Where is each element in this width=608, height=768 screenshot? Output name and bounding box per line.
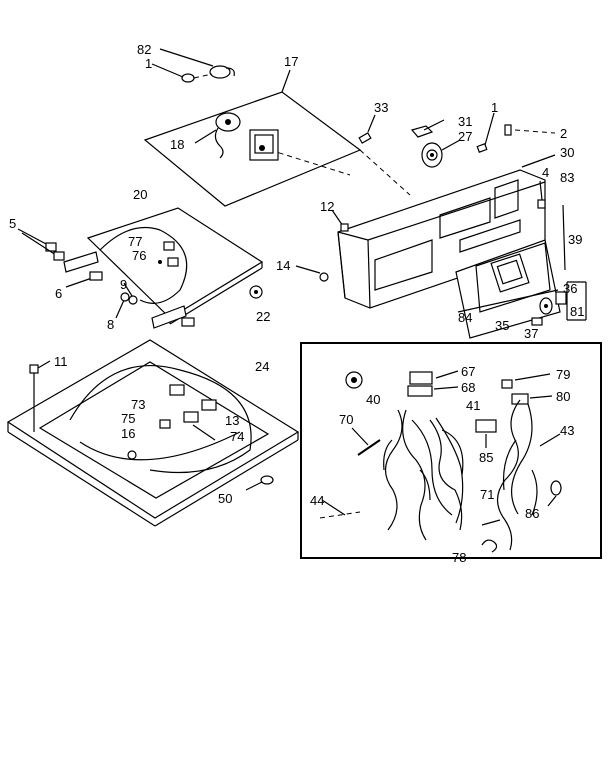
- callout-82: 82: [137, 42, 151, 57]
- callout-18: 18: [170, 137, 184, 152]
- callout-27: 27: [458, 129, 472, 144]
- callout-81: 81: [570, 304, 584, 319]
- callout-6: 6: [55, 286, 62, 301]
- wiring-harness-inset: [300, 342, 602, 559]
- callout-13: 13: [225, 413, 239, 428]
- screw-part-33: [358, 114, 376, 144]
- callout-43: 43: [560, 423, 574, 438]
- callout-77: 77: [128, 234, 142, 249]
- callout-labels: 82 1 17 33 31 27 1 2 30 18 4 83 20 12 39…: [9, 42, 584, 565]
- screws-part-11-50: [29, 360, 274, 491]
- callout-20: 20: [133, 187, 147, 202]
- callout-74: 74: [230, 429, 244, 444]
- control-board-part-84: [455, 204, 566, 339]
- switch-parts-35-36-37: [531, 281, 587, 326]
- callout-14: 14: [276, 258, 290, 273]
- callout-1a: 1: [145, 56, 152, 71]
- callout-11: 11: [54, 354, 68, 369]
- callout-67: 67: [461, 364, 475, 379]
- washer-top-cover-part-24: [6, 339, 300, 527]
- callout-30: 30: [560, 145, 574, 160]
- callout-4: 4: [542, 165, 549, 180]
- callout-8: 8: [107, 317, 114, 332]
- callout-41: 41: [466, 398, 480, 413]
- callout-85: 85: [479, 450, 493, 465]
- callout-68: 68: [461, 380, 475, 395]
- hinge-hardware-parts-5-6-8-9: [17, 228, 263, 327]
- callout-9: 9: [120, 277, 127, 292]
- callout-5: 5: [9, 216, 16, 231]
- callout-24: 24: [255, 359, 269, 374]
- callout-39: 39: [568, 232, 582, 247]
- knob-assembly-part-82: [151, 48, 235, 83]
- callout-12: 12: [320, 199, 334, 214]
- callout-86: 86: [525, 506, 539, 521]
- bracket-plate-part-17: [143, 69, 411, 207]
- callout-70: 70: [339, 412, 353, 427]
- callout-36: 36: [563, 281, 577, 296]
- callout-84: 84: [458, 310, 472, 325]
- callout-2: 2: [560, 126, 567, 141]
- callout-35: 35: [495, 318, 509, 333]
- screw-part-4: [537, 180, 546, 209]
- callout-31: 31: [458, 114, 472, 129]
- callout-50: 50: [218, 491, 232, 506]
- screws-part-12-14: [295, 209, 349, 282]
- callout-83: 83: [560, 170, 574, 185]
- callout-78: 78: [452, 550, 466, 565]
- selector-knob-part-27: [410, 119, 461, 168]
- callout-71: 71: [480, 487, 494, 502]
- washer-lid-part-20: [63, 207, 264, 329]
- callout-79: 79: [556, 367, 570, 382]
- callout-17: 17: [284, 54, 298, 69]
- callout-40: 40: [366, 392, 380, 407]
- callout-73: 73: [131, 397, 145, 412]
- callout-33: 33: [374, 100, 388, 115]
- callout-76: 76: [132, 248, 146, 263]
- screws-part-1-2: [476, 112, 556, 168]
- callout-1b: 1: [491, 100, 498, 115]
- callout-44: 44: [310, 493, 324, 508]
- callout-80: 80: [556, 389, 570, 404]
- callout-37: 37: [524, 326, 538, 341]
- callout-22: 22: [256, 309, 270, 324]
- callout-16: 16: [121, 426, 135, 441]
- callout-75: 75: [121, 411, 135, 426]
